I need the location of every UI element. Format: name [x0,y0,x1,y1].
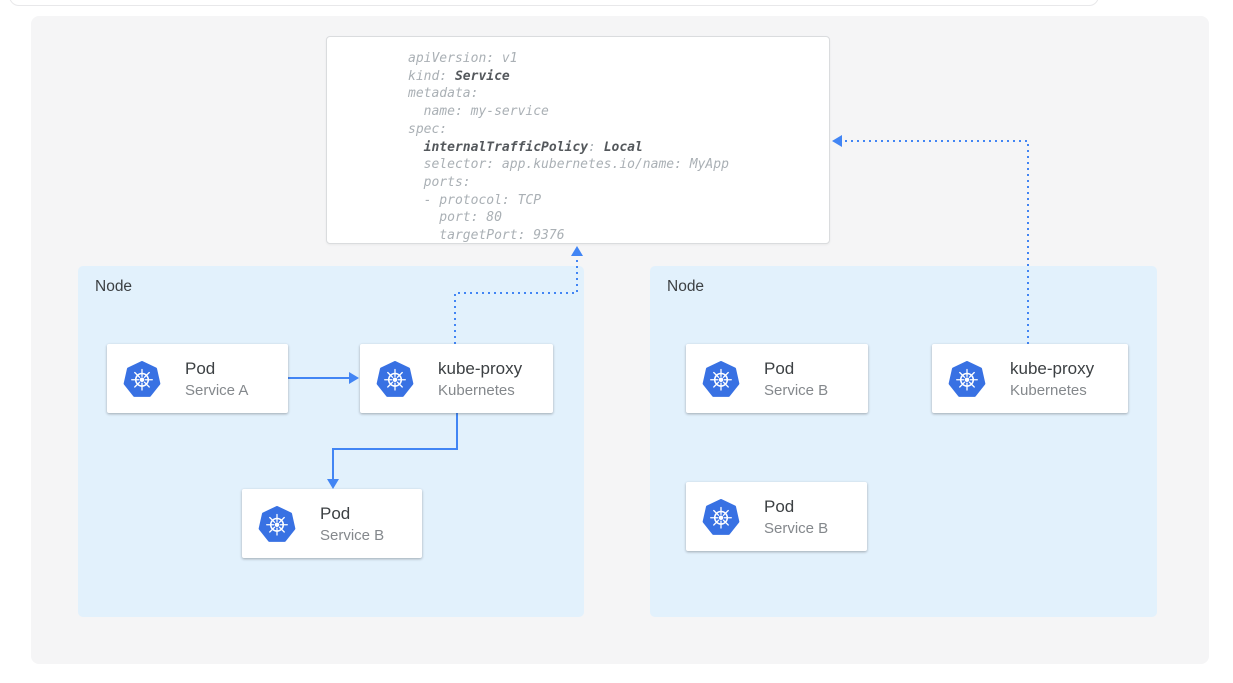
card-subtitle: Service A [185,381,249,399]
yaml-line: targetPort: 9376 [408,228,565,244]
node-box-right: Node [650,266,1157,617]
card-subtitle: Service B [764,381,829,399]
kubeproxy-card-left: kube-proxy Kubernetes [360,344,553,413]
yaml-line: spec: [408,121,448,137]
card-title: Pod [764,496,795,516]
pod-card-service-b-left: Pod Service B [242,489,422,558]
yaml-line: selector: app.kubernetes.io/name: MyApp [408,157,729,173]
yaml-line: internalTrafficPolicy: Local [423,139,643,155]
yaml-line: port: 80 [408,210,502,226]
card-subtitle: Kubernetes [1010,381,1087,399]
card-title: Pod [320,503,351,523]
kubernetes-icon [702,498,740,536]
kubernetes-icon [948,360,986,398]
pod-card-service-b-right-bottom: Pod Service B [686,482,867,551]
kubernetes-icon [376,360,414,398]
kubernetes-icon [258,505,296,543]
yaml-line: apiVersion: v1 [408,51,518,66]
top-border-strip [9,0,1099,6]
kubeproxy-card-right: kube-proxy Kubernetes [932,344,1128,413]
node-label: Node [95,278,133,295]
card-title: kube-proxy [1010,358,1095,378]
yaml-line: - protocol: TCP [408,192,542,208]
pod-card-service-b-right-top: Pod Service B [686,344,868,413]
card-title: kube-proxy [438,358,523,378]
yaml-line: ports: [408,174,471,190]
card-subtitle: Service B [764,519,829,537]
kubernetes-icon [702,360,740,398]
yaml-line: name: my-service [408,104,549,120]
node-label: Node [667,278,705,295]
card-title: Pod [764,358,795,378]
node-box-left: Node [78,266,584,617]
yaml-line: metadata: [408,86,479,102]
card-subtitle: Service B [320,526,385,544]
kubernetes-icon [123,360,161,398]
yaml-line: kind: Service [408,68,510,84]
card-subtitle: Kubernetes [438,381,515,399]
pod-card-service-a: Pod Service A [107,344,288,413]
card-title: Pod [185,358,216,378]
service-yaml-box: apiVersion: v1 kind: Service metadata: n… [326,36,830,244]
